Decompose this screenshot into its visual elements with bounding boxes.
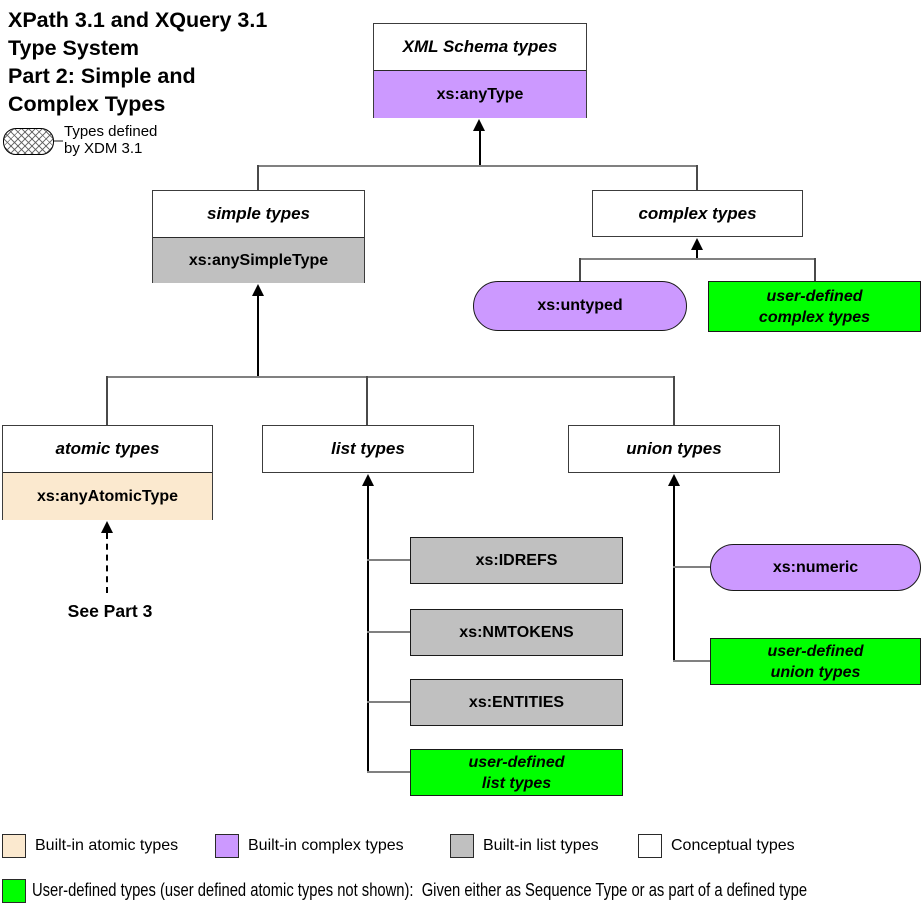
node-xs-idrefs: xs:IDREFS	[410, 537, 623, 584]
connector-simple-elbow	[106, 376, 675, 378]
connector-list-trunk	[367, 484, 369, 773]
node-xs-entities: xs:ENTITIES	[410, 679, 623, 726]
connector-drop-atomic	[106, 376, 108, 425]
xdm-legend-line-2: by XDM 3.1	[64, 139, 143, 157]
legend-label-conceptual: Conceptual types	[671, 836, 795, 854]
legend-item-user-defined	[2, 878, 26, 903]
xdm-pill-tail	[54, 140, 63, 142]
node-xml-schema-types: XML Schema types xs:anyType	[373, 23, 587, 118]
legend-item-conceptual: Conceptual types	[638, 833, 795, 858]
node-list-types: list types	[262, 425, 474, 473]
connector-drop-user-complex	[814, 258, 816, 281]
arrowhead-to-list-types	[362, 474, 374, 486]
user-complex-line-2: complex types	[758, 308, 871, 326]
legend-label-atomic: Built-in atomic types	[35, 836, 179, 854]
connector-drop-complex	[696, 165, 698, 190]
legend-item-atomic: Built-in atomic types	[2, 833, 178, 858]
connector-complex-stem	[696, 248, 698, 260]
legend-swatch-user-defined	[2, 878, 26, 903]
see-part-3-label: See Part 3	[67, 601, 153, 621]
connector-union-trunk	[673, 484, 675, 662]
connector-complex-elbow	[579, 258, 816, 260]
legend-label-complex: Built-in complex types	[248, 836, 404, 854]
legend-item-list: Built-in list types	[450, 833, 599, 858]
legend-item-complex: Built-in complex types	[215, 833, 404, 858]
title-line-1: XPath 3.1 and XQuery 3.1	[8, 8, 268, 32]
legend-swatch-conceptual	[638, 833, 662, 858]
connector-drop-untyped	[579, 258, 581, 281]
node-atomic-types: atomic types xs:anyAtomicType	[2, 425, 213, 520]
legend-label-list: Built-in list types	[483, 836, 599, 854]
simple-types-header: simple types	[153, 191, 364, 238]
node-user-defined-union-types: user-defined union types	[710, 638, 921, 685]
arrowhead-to-anytype	[473, 119, 485, 131]
xdm-legend-text: Types defined by XDM 3.1	[64, 123, 158, 157]
user-union-line-2: union types	[770, 663, 861, 681]
xdm-hatched-pill-icon	[3, 128, 54, 155]
node-union-types: union types	[568, 425, 780, 473]
legend-swatch-complex	[215, 833, 239, 858]
arrowhead-to-anysimpletype	[252, 284, 264, 296]
connector-drop-simple	[257, 165, 259, 190]
connector-drop-union	[673, 376, 675, 425]
title-line-2: Type System	[8, 36, 140, 60]
node-xs-numeric: xs:numeric	[710, 544, 921, 591]
legend-swatch-list	[450, 833, 474, 858]
user-defined-note: User-defined types (user defined atomic …	[32, 880, 808, 900]
node-simple-types: simple types xs:anySimpleType	[152, 190, 365, 283]
atomic-types-header: atomic types	[3, 426, 212, 473]
node-xs-nmtokens: xs:NMTOKENS	[410, 609, 623, 656]
user-union-line-1: user-defined	[767, 642, 864, 660]
diagram-title: XPath 3.1 and XQuery 3.1 Type System Par…	[8, 6, 267, 118]
user-complex-line-1: user-defined	[766, 287, 863, 305]
node-user-defined-list-types: user-defined list types	[410, 749, 623, 796]
stub-user-list	[367, 771, 410, 773]
title-line-4: Complex Types	[8, 92, 166, 116]
arrowhead-to-complex-types	[691, 238, 703, 250]
user-list-line-1: user-defined	[468, 753, 565, 771]
xs-anytype-cell: xs:anyType	[374, 71, 586, 118]
dashed-line-see-part-3	[106, 533, 108, 593]
connector-drop-list	[366, 376, 368, 425]
stub-numeric	[673, 566, 710, 568]
user-list-line-2: list types	[481, 774, 552, 792]
legend-swatch-atomic	[2, 833, 26, 858]
xdm-legend-line-1: Types defined	[64, 123, 158, 140]
xml-schema-types-header: XML Schema types	[374, 24, 586, 71]
connector-simple-stem	[257, 294, 259, 378]
connector-anytype-stem	[479, 129, 481, 167]
arrowhead-to-union-types	[668, 474, 680, 486]
node-complex-types: complex types	[592, 190, 803, 237]
connector-top-elbow	[257, 165, 698, 167]
stub-nmtokens	[367, 631, 410, 633]
xs-anyatomictype-cell: xs:anyAtomicType	[3, 473, 212, 520]
node-user-defined-complex-types: user-defined complex types	[708, 281, 921, 332]
title-line-3: Part 2: Simple and	[8, 64, 196, 88]
arrowhead-dashed-to-atomic	[101, 521, 113, 533]
node-xs-untyped: xs:untyped	[473, 281, 687, 331]
stub-entities	[367, 701, 410, 703]
stub-idrefs	[367, 559, 410, 561]
stub-user-union	[673, 660, 710, 662]
xs-anysimpletype-cell: xs:anySimpleType	[153, 238, 364, 283]
